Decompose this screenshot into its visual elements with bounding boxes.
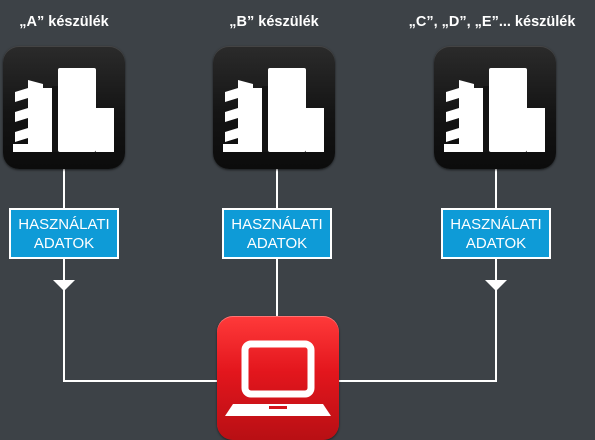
printer-icon — [13, 68, 114, 152]
usage-data-line1: HASZNÁLATI — [450, 215, 542, 233]
usage-data-line2: ADATOK — [246, 234, 308, 252]
laptop-icon — [225, 340, 331, 416]
laptop-tile — [217, 316, 339, 440]
device-b-label: „B” készülék — [229, 14, 319, 30]
usage-data-box-a: HASZNÁLATI ADATOK — [9, 208, 119, 259]
arrow-down-icon — [485, 280, 507, 291]
printer-icon — [444, 68, 545, 152]
device-c-label: „C”, „D”, „E”... készülék — [408, 14, 576, 30]
usage-data-line2: ADATOK — [465, 234, 527, 252]
usage-data-line2: ADATOK — [33, 234, 95, 252]
usage-data-box-c: HASZNÁLATI ADATOK — [441, 208, 551, 259]
usage-data-line1: HASZNÁLATI — [231, 215, 323, 233]
device-a-tile — [3, 46, 125, 169]
device-b-tile — [213, 46, 335, 169]
arrow-down-icon — [53, 280, 75, 291]
device-c-tile — [434, 46, 556, 169]
printer-icon — [223, 68, 324, 152]
usage-data-box-b: HASZNÁLATI ADATOK — [222, 208, 332, 259]
device-a-label: „A” készülék — [19, 14, 109, 30]
usage-data-line1: HASZNÁLATI — [18, 215, 110, 233]
